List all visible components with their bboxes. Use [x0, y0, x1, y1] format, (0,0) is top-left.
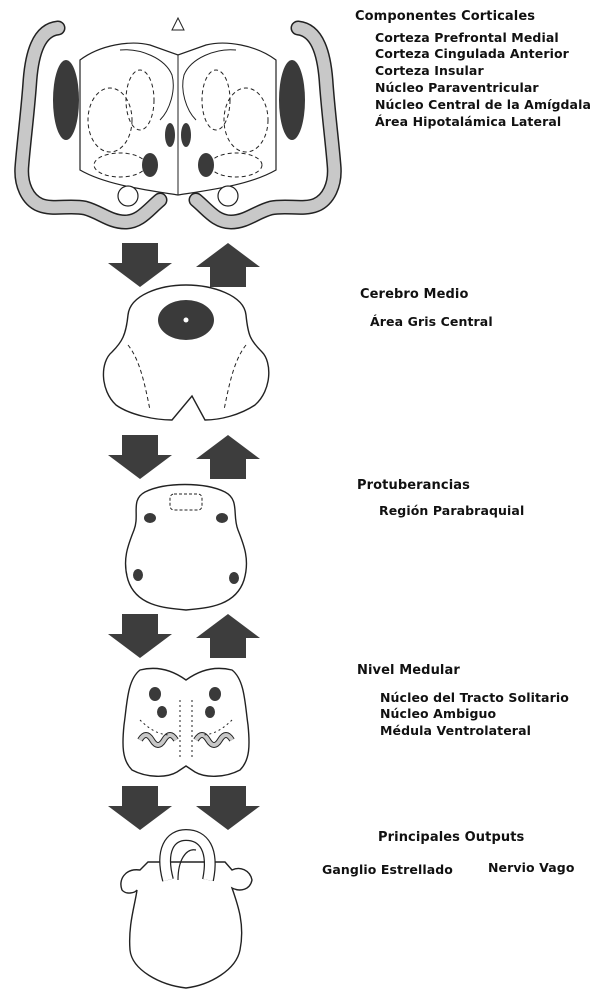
cortical-item: Núcleo Paraventricular [375, 80, 591, 97]
cortical-item: Corteza Prefrontal Medial [375, 30, 591, 47]
pons-illustration [126, 485, 247, 611]
output-right-label: Nervio Vago [488, 860, 575, 877]
right-insular-nucleus [279, 60, 305, 140]
medulla-item: Núcleo Ambiguo [380, 706, 569, 723]
cortical-components-title: Componentes Corticales [355, 8, 591, 26]
cortical-item: Área Hipotalámica Lateral [375, 114, 591, 131]
down-arrow [196, 786, 260, 830]
medulla-illustration [123, 668, 249, 776]
up-arrow [196, 243, 260, 287]
cortical-item: Núcleo Central de la Amígdala [375, 97, 591, 114]
up-arrow [196, 435, 260, 479]
left-insular-nucleus [53, 60, 79, 140]
up-arrow [196, 614, 260, 658]
outputs-title: Principales Outputs [378, 829, 524, 847]
cortical-item: Corteza Cingulada Anterior [375, 46, 591, 63]
heart-illustration [121, 835, 252, 988]
output-left-label: Ganglio Estrellado [322, 862, 453, 879]
down-arrow [108, 614, 172, 658]
pons-item: Región Parabraquial [357, 503, 524, 520]
cortical-item: Corteza Insular [375, 63, 591, 80]
medulla-block: Nivel Medular Núcleo del Tracto Solitari… [357, 662, 569, 740]
pons-title: Protuberancias [357, 477, 524, 495]
medulla-item: Médula Ventrolateral [380, 723, 569, 740]
pons-block: Protuberancias Región Parabraquial [357, 477, 524, 519]
midbrain-block: Cerebro Medio Área Gris Central [360, 286, 493, 330]
medulla-title: Nivel Medular [357, 662, 569, 680]
right-cortex-band [196, 28, 334, 222]
midbrain-item: Área Gris Central [360, 314, 493, 331]
down-arrow [108, 786, 172, 830]
cortical-components-block: Componentes Corticales Corteza Prefronta… [355, 8, 591, 131]
cortical-section-illustration [22, 18, 335, 222]
left-cortex-band [22, 28, 160, 222]
midbrain-illustration [103, 285, 268, 420]
down-arrow [108, 435, 172, 479]
medulla-item: Núcleo del Tracto Solitario [380, 690, 569, 707]
down-arrow [108, 243, 172, 287]
midbrain-title: Cerebro Medio [360, 286, 493, 304]
